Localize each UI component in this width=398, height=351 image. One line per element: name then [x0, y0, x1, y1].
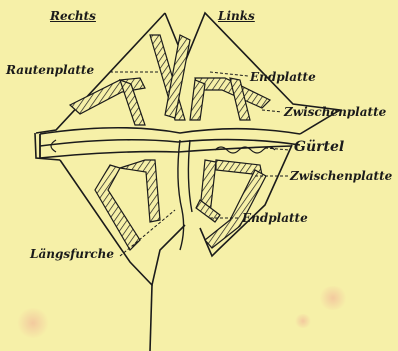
label-endplatte-top: Endplatte — [250, 71, 316, 83]
label-zwischenplatte-bottom: Zwischenplatte — [290, 170, 392, 182]
label-zwischenplatte-top: Zwischenplatte — [284, 106, 386, 118]
label-guertel: Gürtel — [294, 140, 344, 154]
label-endplatte-bottom: Endplatte — [242, 212, 308, 224]
label-laengsfurche: Längsfurche — [30, 248, 114, 260]
furrow-and-flagellum — [178, 140, 192, 250]
header-right: Links — [218, 10, 255, 22]
label-rautenplatte: Rautenplatte — [6, 64, 94, 76]
girdle-band — [40, 128, 300, 158]
header-left: Rechts — [50, 10, 96, 22]
